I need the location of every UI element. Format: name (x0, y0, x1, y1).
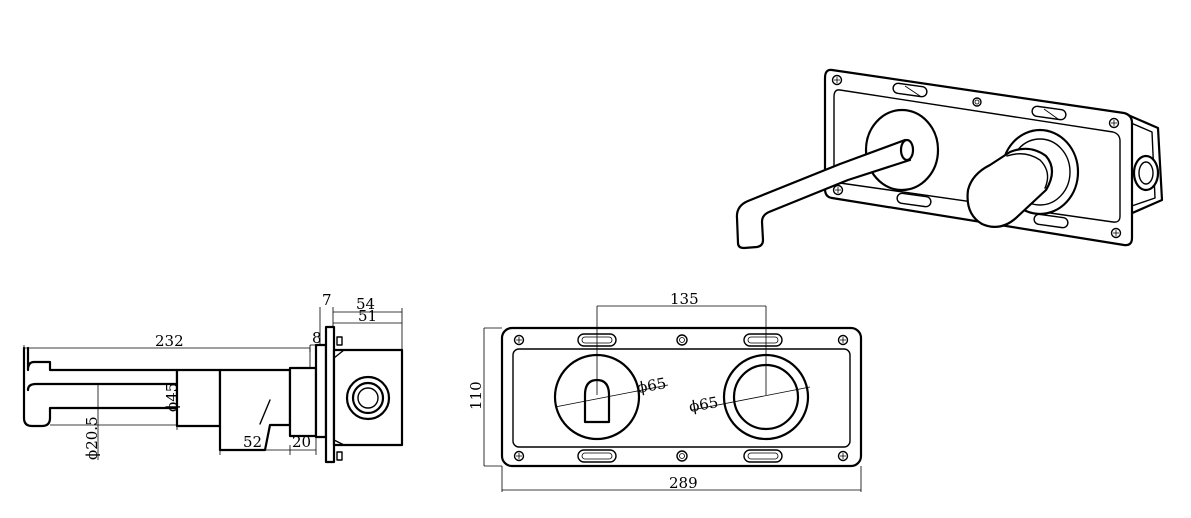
side-screw-bottom (336, 451, 343, 461)
iso-plate-inner (833, 89, 1121, 223)
front-plate-inner (512, 348, 851, 448)
dim-289: 289 (669, 474, 698, 492)
iso-handle-edge (1006, 153, 1049, 189)
dim-232: 232 (155, 332, 184, 350)
side-rosette (288, 366, 318, 438)
side-spout (22, 346, 179, 428)
side-outlet-core (357, 387, 379, 409)
side-plate (314, 343, 328, 439)
side-spout-body (175, 368, 222, 428)
iso-mounting-slots (892, 82, 1069, 229)
side-screw-top (336, 336, 343, 346)
side-plate-outer (324, 325, 336, 464)
iso-spout (735, 138, 912, 250)
dim-phi65-left: ϕ65 (636, 374, 668, 397)
dim-20: 20 (292, 433, 311, 451)
iso-box-side (1126, 113, 1164, 216)
side-dimension-lines (23, 307, 403, 460)
dim-8: 8 (312, 329, 322, 347)
side-box-edge (333, 349, 345, 446)
dim-54: 54 (356, 295, 375, 313)
side-spout-chamfer (259, 399, 271, 425)
dim-phi65-right: ϕ65 (688, 393, 720, 416)
side-view: 232 7 54 51 8 ϕ45 ϕ20.5 52 20 (22, 291, 404, 464)
dim-7: 7 (322, 291, 332, 309)
isometric-view (735, 68, 1164, 250)
dim-135: 135 (670, 290, 699, 308)
dim-phi45: ϕ45 (163, 383, 181, 412)
iso-outlet-inner (1138, 161, 1154, 185)
front-screw-icon (513, 334, 849, 462)
front-spout-outlet (583, 378, 611, 424)
dim-110: 110 (467, 381, 485, 410)
dim-51: 51 (358, 307, 377, 325)
side-spout-top (26, 382, 179, 392)
front-view: 135 110 289 ϕ65 ϕ65 (467, 290, 863, 492)
iso-handle-lever (966, 147, 1054, 229)
dim-phi20-5: ϕ20.5 (83, 416, 101, 460)
dim-52: 52 (243, 433, 262, 451)
iso-screw-icon (831, 74, 1122, 239)
front-dimension-lines (483, 305, 862, 492)
iso-spout-end (899, 138, 915, 162)
iso-outlet-outer (1132, 154, 1160, 192)
